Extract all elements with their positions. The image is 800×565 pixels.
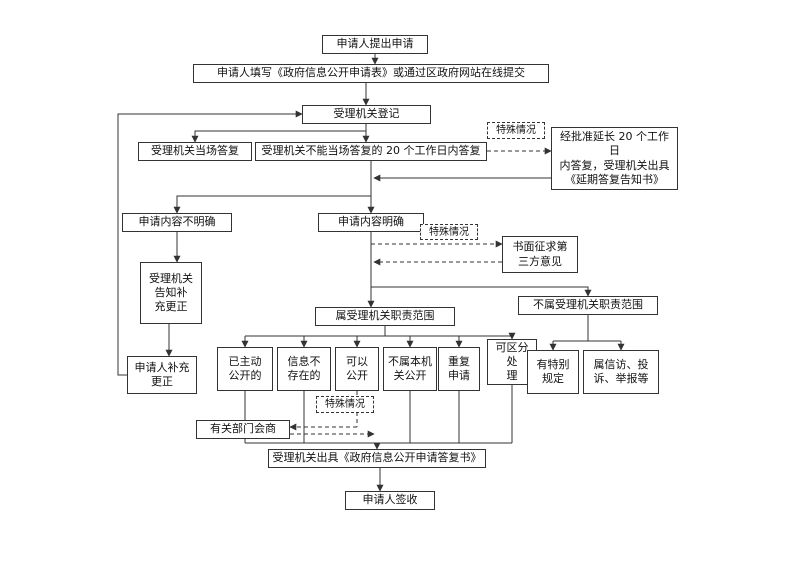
node-special-rule: 有特别 规定 xyxy=(527,350,579,394)
node-fill-form: 申请人填写《政府信息公开申请表》或通过区政府网站在线提交 xyxy=(193,64,549,83)
node-not-exist: 信息不 存在的 xyxy=(277,347,331,391)
node-special-case-1: 特殊情况 xyxy=(487,122,545,139)
node-out-scope: 不属受理机关职责范围 xyxy=(518,296,658,315)
node-special-case-3: 特殊情况 xyxy=(316,396,374,413)
node-onsite-reply: 受理机关当场答复 xyxy=(138,142,252,161)
node-in-scope: 属受理机关职责范围 xyxy=(315,307,455,326)
node-applicant-supplement: 申请人补充 更正 xyxy=(127,356,197,394)
node-content-unclear: 申请内容不明确 xyxy=(122,213,232,232)
node-register: 受理机关登记 xyxy=(302,105,431,124)
node-start: 申请人提出申请 xyxy=(322,35,428,54)
node-content-clear: 申请内容明确 xyxy=(318,213,424,232)
node-notify-supplement: 受理机关 告知补 充更正 xyxy=(140,262,202,324)
node-not-this-org: 不属本机 关公开 xyxy=(383,347,437,391)
solid-connectors xyxy=(117,54,625,492)
node-extension: 经批准延长 20 个工作日 内答复，受理机关出具 《延期答复告知书》 xyxy=(551,127,678,190)
node-petition: 属信访、投 诉、举报等 xyxy=(583,350,659,394)
node-special-case-2: 特殊情况 xyxy=(420,224,478,240)
node-already-public: 已主动 公开的 xyxy=(217,347,273,391)
node-consult: 有关部门会商 xyxy=(196,420,290,439)
dashed-connectors xyxy=(289,147,552,438)
node-sign: 申请人签收 xyxy=(345,491,435,510)
node-can-public: 可以 公开 xyxy=(335,347,379,391)
node-repeat-apply: 重复 申请 xyxy=(438,347,480,391)
node-third-party: 书面征求第 三方意见 xyxy=(502,236,578,273)
node-reply-doc: 受理机关出具《政府信息公开申请答复书》 xyxy=(268,449,486,468)
node-reply-20days: 受理机关不能当场答复的 20 个工作日内答复 xyxy=(255,142,487,161)
